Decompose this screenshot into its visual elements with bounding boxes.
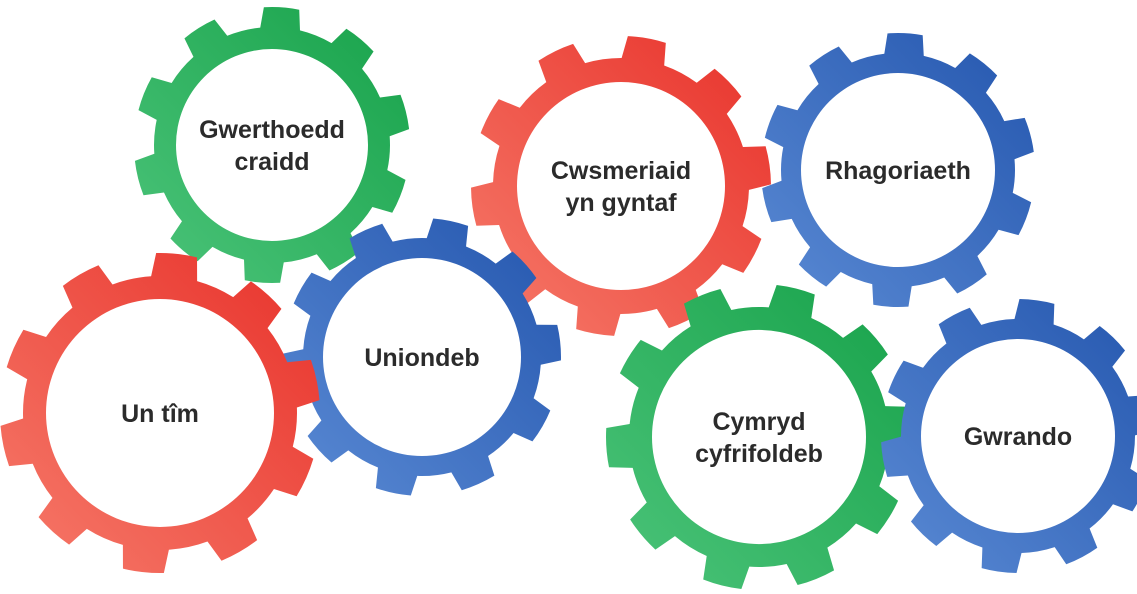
gear-label-line: Cwsmeriaid bbox=[551, 157, 691, 185]
gear-shape-cwsmeriaid-yn-gyntaf bbox=[471, 36, 771, 336]
gear-label-line: yn gyntaf bbox=[565, 189, 677, 217]
gear-rhagoriaeth: Rhagoriaeth bbox=[762, 32, 1034, 308]
gear-gwrando: Gwrando bbox=[881, 299, 1137, 573]
gear-label-cymryd-cyfrifoldeb: Cymryd cyfrifoldeb bbox=[695, 408, 823, 468]
gear-label-gwrando: Gwrando bbox=[964, 423, 1072, 451]
gear-label-line: Uniondeb bbox=[364, 344, 479, 372]
gear-un-tim: Un tîm bbox=[0, 253, 320, 573]
gear-label-line: Un tîm bbox=[121, 400, 199, 428]
gear-label-uniondeb: Uniondeb bbox=[364, 344, 479, 372]
gear-uniondeb: Uniondeb bbox=[282, 218, 562, 496]
gear-label-line: Gwrando bbox=[964, 423, 1072, 451]
gear-shape-gwerthoedd-craidd bbox=[134, 6, 410, 284]
gear-label-un-tim: Un tîm bbox=[121, 400, 199, 428]
gear-label-line: cyfrifoldeb bbox=[695, 440, 823, 468]
gear-gwerthoedd-craidd: Gwerthoedd craidd bbox=[134, 6, 410, 284]
gear-label-cwsmeriaid-yn-gyntaf: Cwsmeriaid yn gyntaf bbox=[551, 157, 691, 217]
gear-label-line: Rhagoriaeth bbox=[825, 157, 971, 185]
gear-cymryd-cyfrifoldeb: Cymryd cyfrifoldeb bbox=[606, 285, 912, 589]
gear-label-line: craidd bbox=[234, 148, 309, 176]
gear-label-rhagoriaeth: Rhagoriaeth bbox=[825, 157, 971, 185]
gear-cwsmeriaid-yn-gyntaf: Cwsmeriaid yn gyntaf bbox=[471, 36, 771, 336]
gear-label-gwerthoedd-craidd: Gwerthoedd craidd bbox=[199, 116, 345, 176]
gear-label-line: Gwerthoedd bbox=[199, 116, 345, 144]
gear-shape-gwrando bbox=[881, 299, 1137, 573]
gear-shape-cymryd-cyfrifoldeb bbox=[606, 285, 912, 589]
gear-label-line: Cymryd bbox=[712, 408, 805, 436]
